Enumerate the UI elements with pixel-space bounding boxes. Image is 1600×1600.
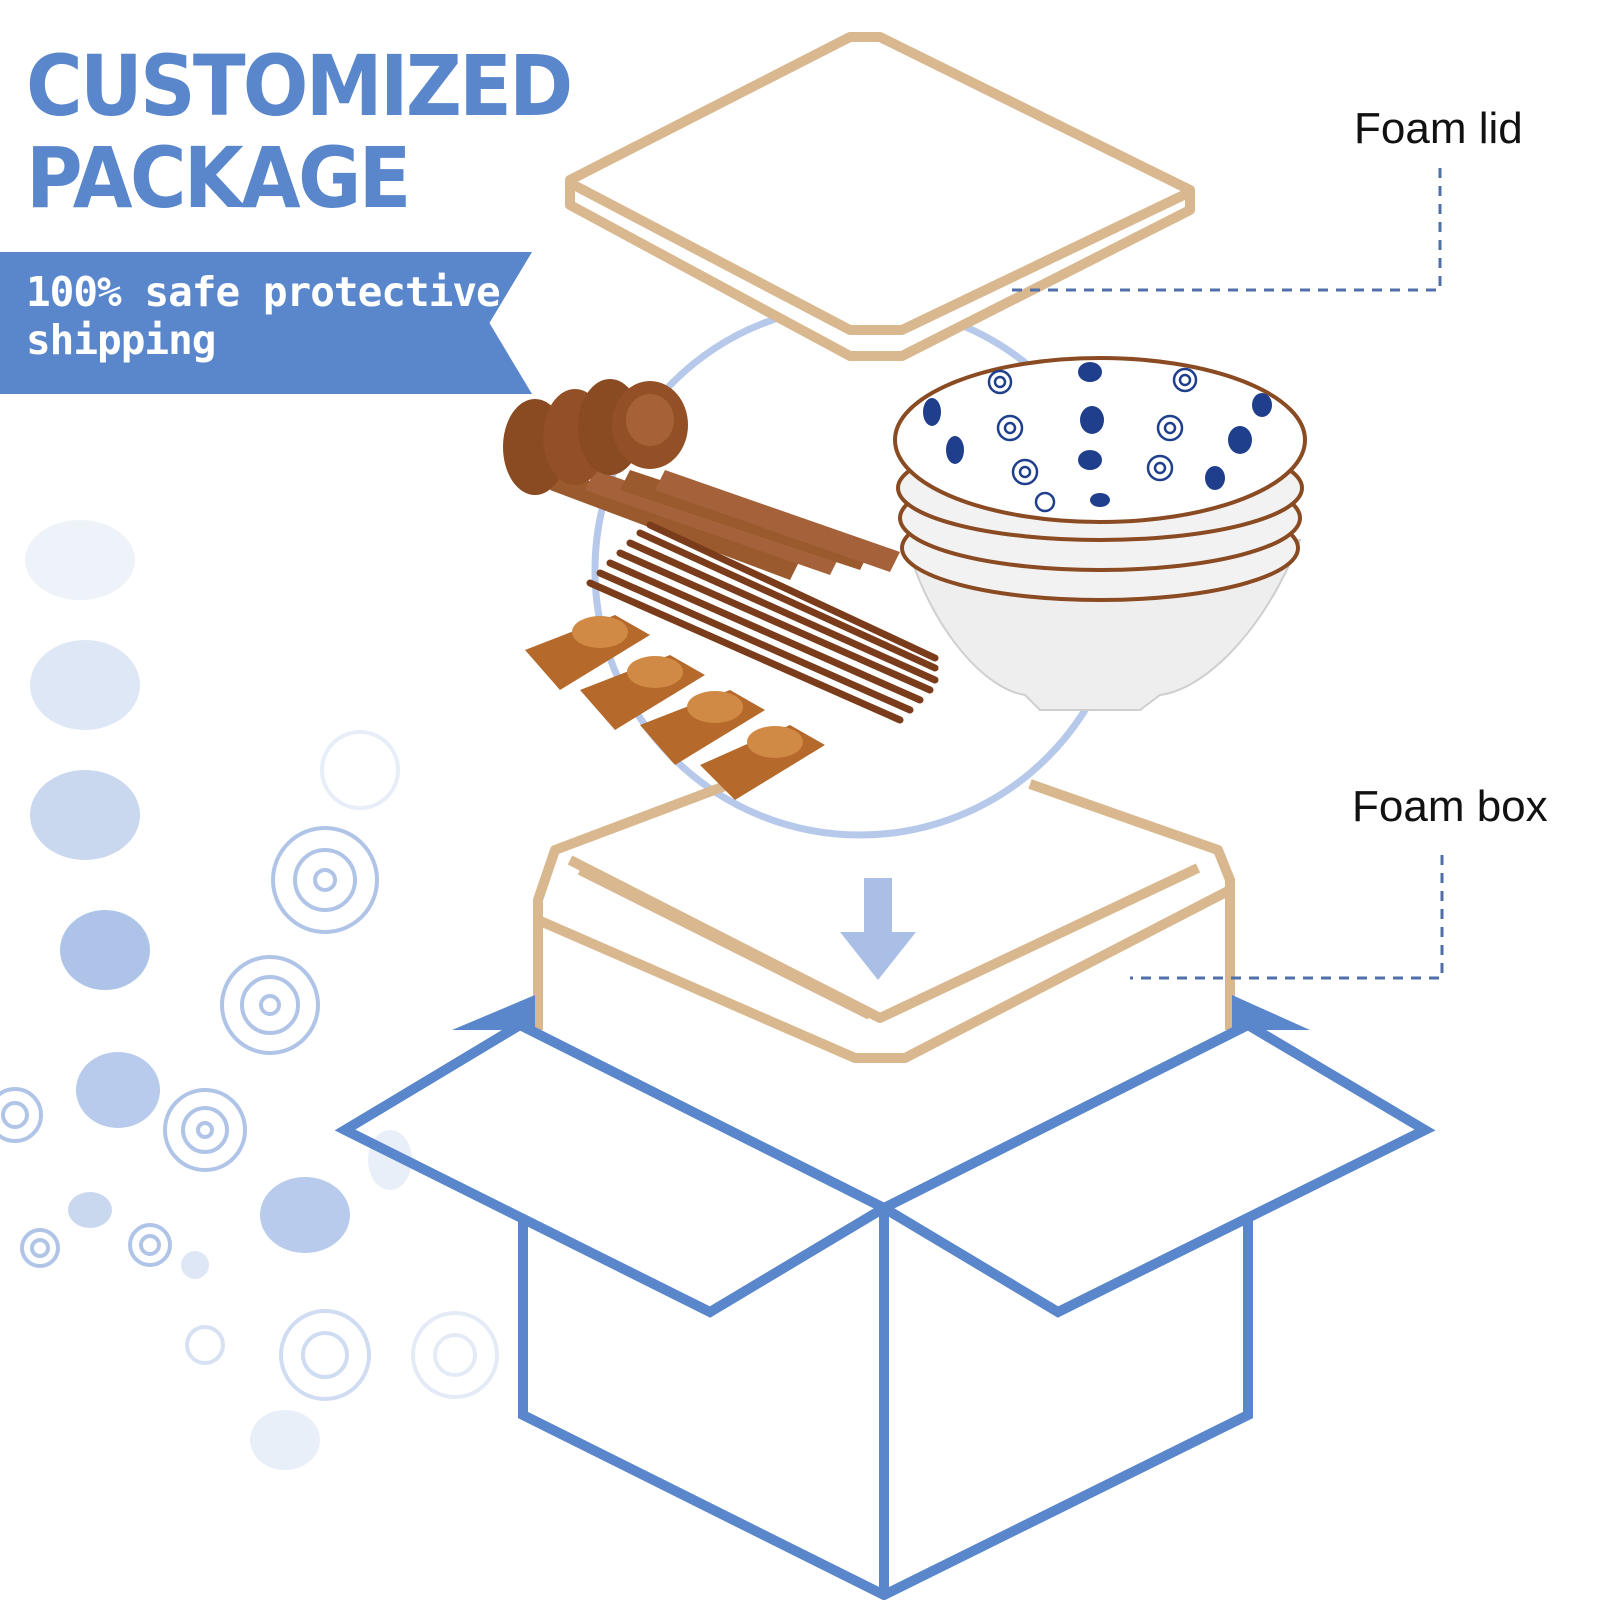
callout-line-foam-box bbox=[1130, 855, 1444, 980]
stacked-bowls bbox=[893, 356, 1307, 711]
banner-text-line-1: 100% safe protective bbox=[26, 268, 501, 316]
spoon-rest bbox=[580, 655, 705, 730]
label-foam-box: Foam box bbox=[1352, 782, 1548, 831]
spoon bbox=[612, 381, 900, 572]
spoon-rests bbox=[525, 615, 825, 800]
chopsticks bbox=[586, 521, 939, 724]
top-bowl-interior bbox=[893, 356, 1307, 524]
spoon-rest bbox=[640, 690, 765, 765]
headline-line-2: PACKAGE bbox=[26, 129, 411, 227]
arrow-down-icon bbox=[840, 878, 916, 980]
foam-box bbox=[533, 779, 1235, 1063]
label-foam-lid: Foam lid bbox=[1354, 104, 1523, 153]
banner-text: 100% safe protective shipping bbox=[26, 268, 506, 364]
spoon-rest bbox=[700, 725, 825, 800]
headline: CUSTOMIZED PACKAGE bbox=[26, 37, 573, 227]
banner-text-line-2: shipping bbox=[26, 316, 216, 364]
open-cardboard-box-icon bbox=[334, 995, 1436, 1600]
ribbon-banner bbox=[0, 252, 532, 394]
callout-line-foam-lid bbox=[1010, 168, 1442, 292]
bowl-pattern bbox=[923, 362, 1272, 507]
headline-line-1: CUSTOMIZED bbox=[26, 37, 573, 135]
wooden-spoons bbox=[503, 379, 900, 580]
foam-lid bbox=[565, 32, 1195, 361]
spoon-rest bbox=[525, 615, 650, 690]
